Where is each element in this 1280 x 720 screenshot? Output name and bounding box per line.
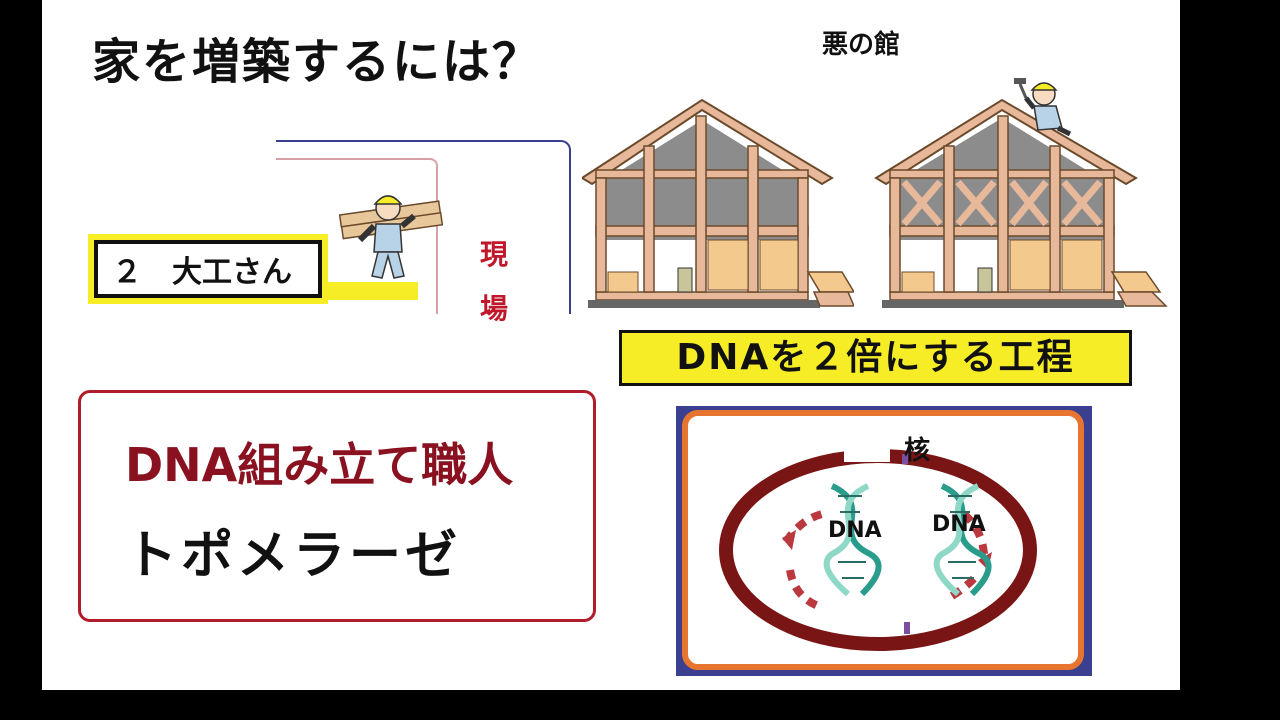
carpenter-carrying-wood-icon [338, 195, 444, 279]
carpenter-label: ２ 大工さん [88, 234, 328, 304]
process-label: DNAを２倍にする工程 [676, 337, 1075, 378]
site-inner-frame [276, 158, 438, 314]
slide-canvas: 家を増築するには？ 悪の館 現 場 ２ 大工さん [42, 0, 1180, 690]
dna-label-left: DNA [828, 518, 882, 543]
worker-card: DNA組み立て職人 トポメラーゼ [78, 390, 596, 622]
dna-helix-icon [933, 483, 992, 597]
mansion-label: 悪の館 [822, 30, 901, 60]
dna-label-right: DNA [932, 512, 986, 537]
site-frame [276, 140, 571, 314]
worker-name: トポメラーゼ [125, 526, 462, 586]
process-label-box: DNAを２倍にする工程 [619, 330, 1132, 386]
page-title: 家を増築するには？ [92, 34, 543, 90]
dna-helix-icon [823, 483, 882, 597]
worker-with-hammer-icon [1014, 78, 1072, 137]
house-frame-icon [582, 98, 854, 308]
house-frame-braced-icon [874, 98, 1168, 308]
site-label: 現 場 [474, 228, 514, 336]
site-label-char-1: 現 [479, 238, 508, 271]
carpenter-highlight-stripe [322, 282, 418, 300]
worker-title: DNA組み立て職人 [125, 438, 514, 492]
site-label-char-2: 場 [479, 292, 508, 325]
nucleus-label: 核 [904, 436, 931, 466]
